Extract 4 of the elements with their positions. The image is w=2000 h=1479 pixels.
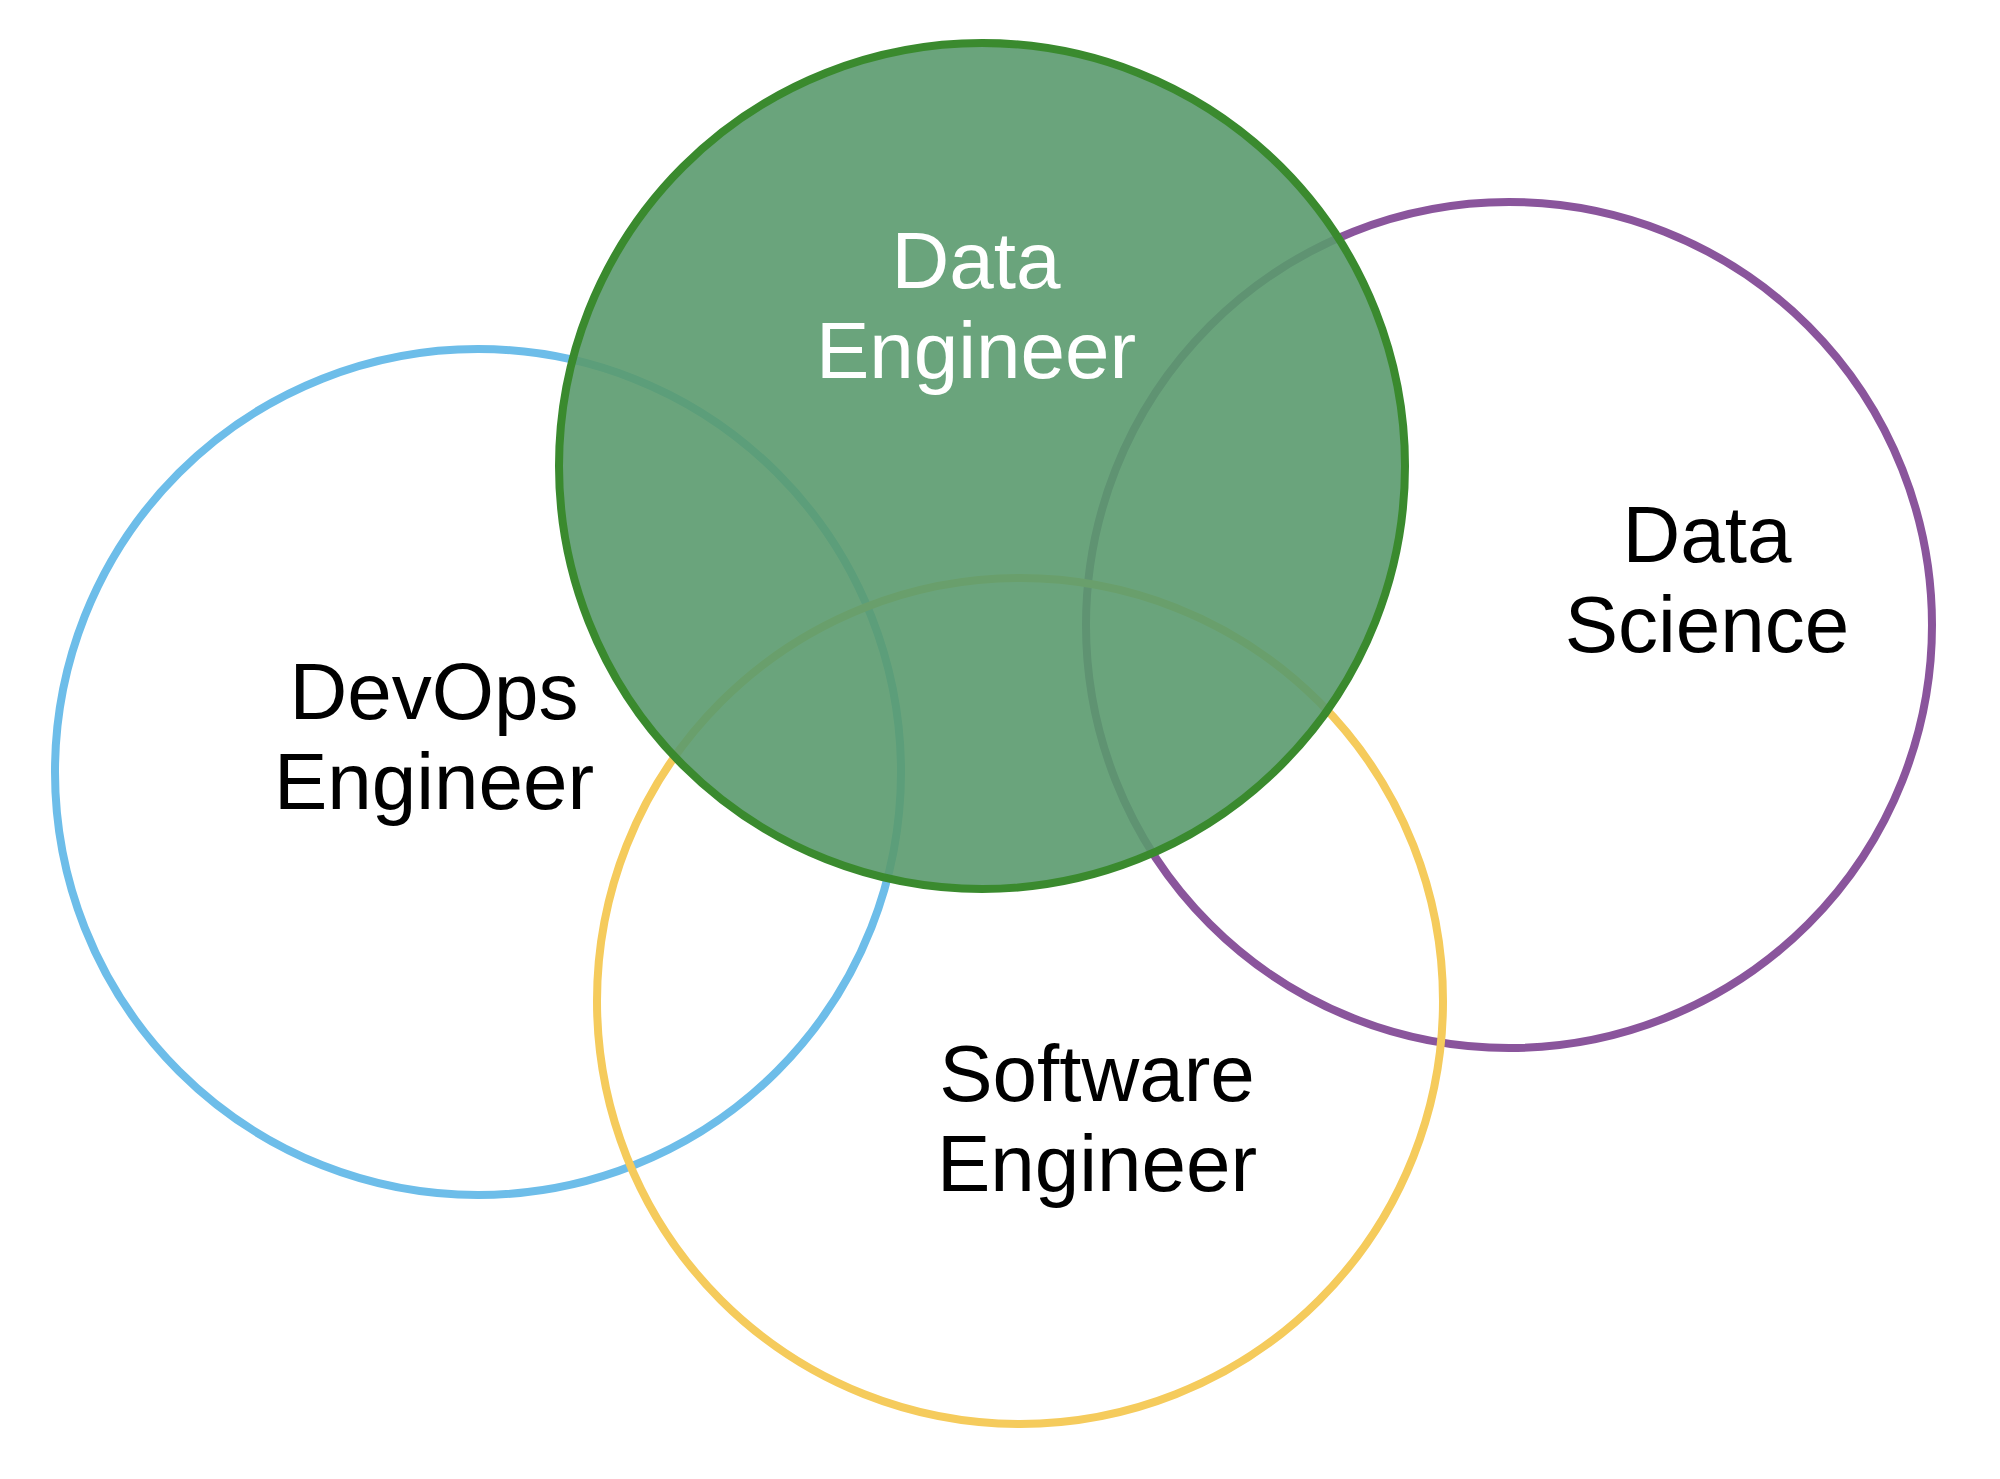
set-label: DevOps Engineer — [272, 647, 596, 827]
set-label: Software Engineer — [935, 1029, 1259, 1209]
set-label: Data Science — [1563, 490, 1851, 670]
set-label: Data Engineer — [814, 216, 1138, 396]
